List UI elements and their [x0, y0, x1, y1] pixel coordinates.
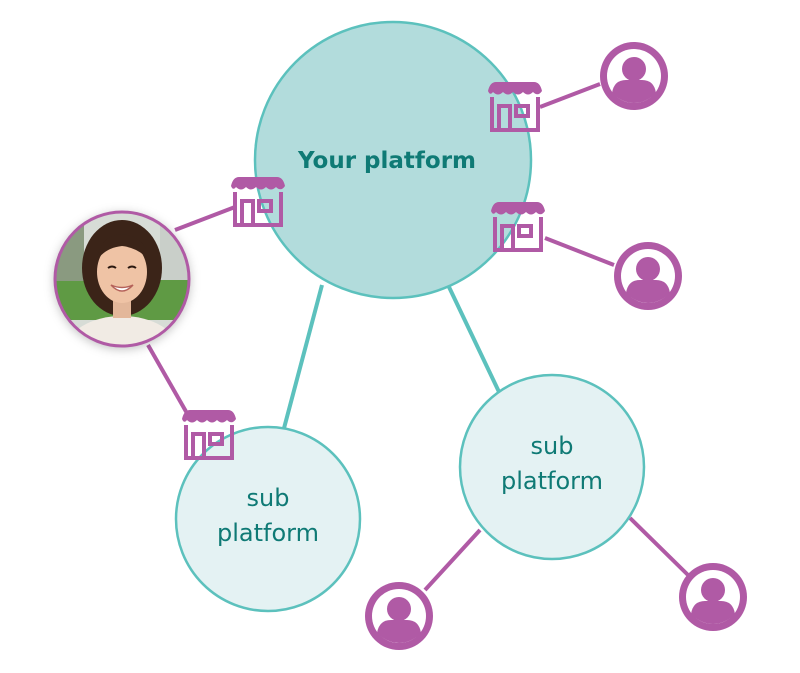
- connector-main-to-sub-left: [281, 284, 324, 433]
- connector-sub-to-user-right: [628, 516, 690, 577]
- connector-main-to-sub-right: [447, 286, 502, 395]
- sub-platform-right-node: sub platform: [458, 373, 646, 561]
- main-platform-label: Your platform: [297, 148, 476, 174]
- user-icon: [365, 582, 433, 650]
- featured-person-avatar: [53, 210, 191, 348]
- sub-platform-left-label-line1: sub: [247, 484, 290, 512]
- user-icon: [679, 563, 747, 631]
- connector-store-to-user-right: [544, 236, 615, 267]
- user-icon: [600, 42, 668, 110]
- sub-platform-left-node: sub platform: [174, 425, 362, 613]
- connector-sub-to-user-left: [423, 528, 482, 592]
- connector-store-to-user-top: [539, 82, 601, 109]
- connector-person-to-store-top: [174, 205, 236, 232]
- sub-platform-left-label-line2: platform: [217, 519, 319, 547]
- main-platform-node: Your platform: [253, 20, 533, 300]
- sub-platform-right-label-line1: sub: [531, 432, 574, 460]
- sub-platform-right-label-line2: platform: [501, 467, 603, 495]
- user-icon: [614, 242, 682, 310]
- connector-person-to-store-bottom: [146, 344, 190, 416]
